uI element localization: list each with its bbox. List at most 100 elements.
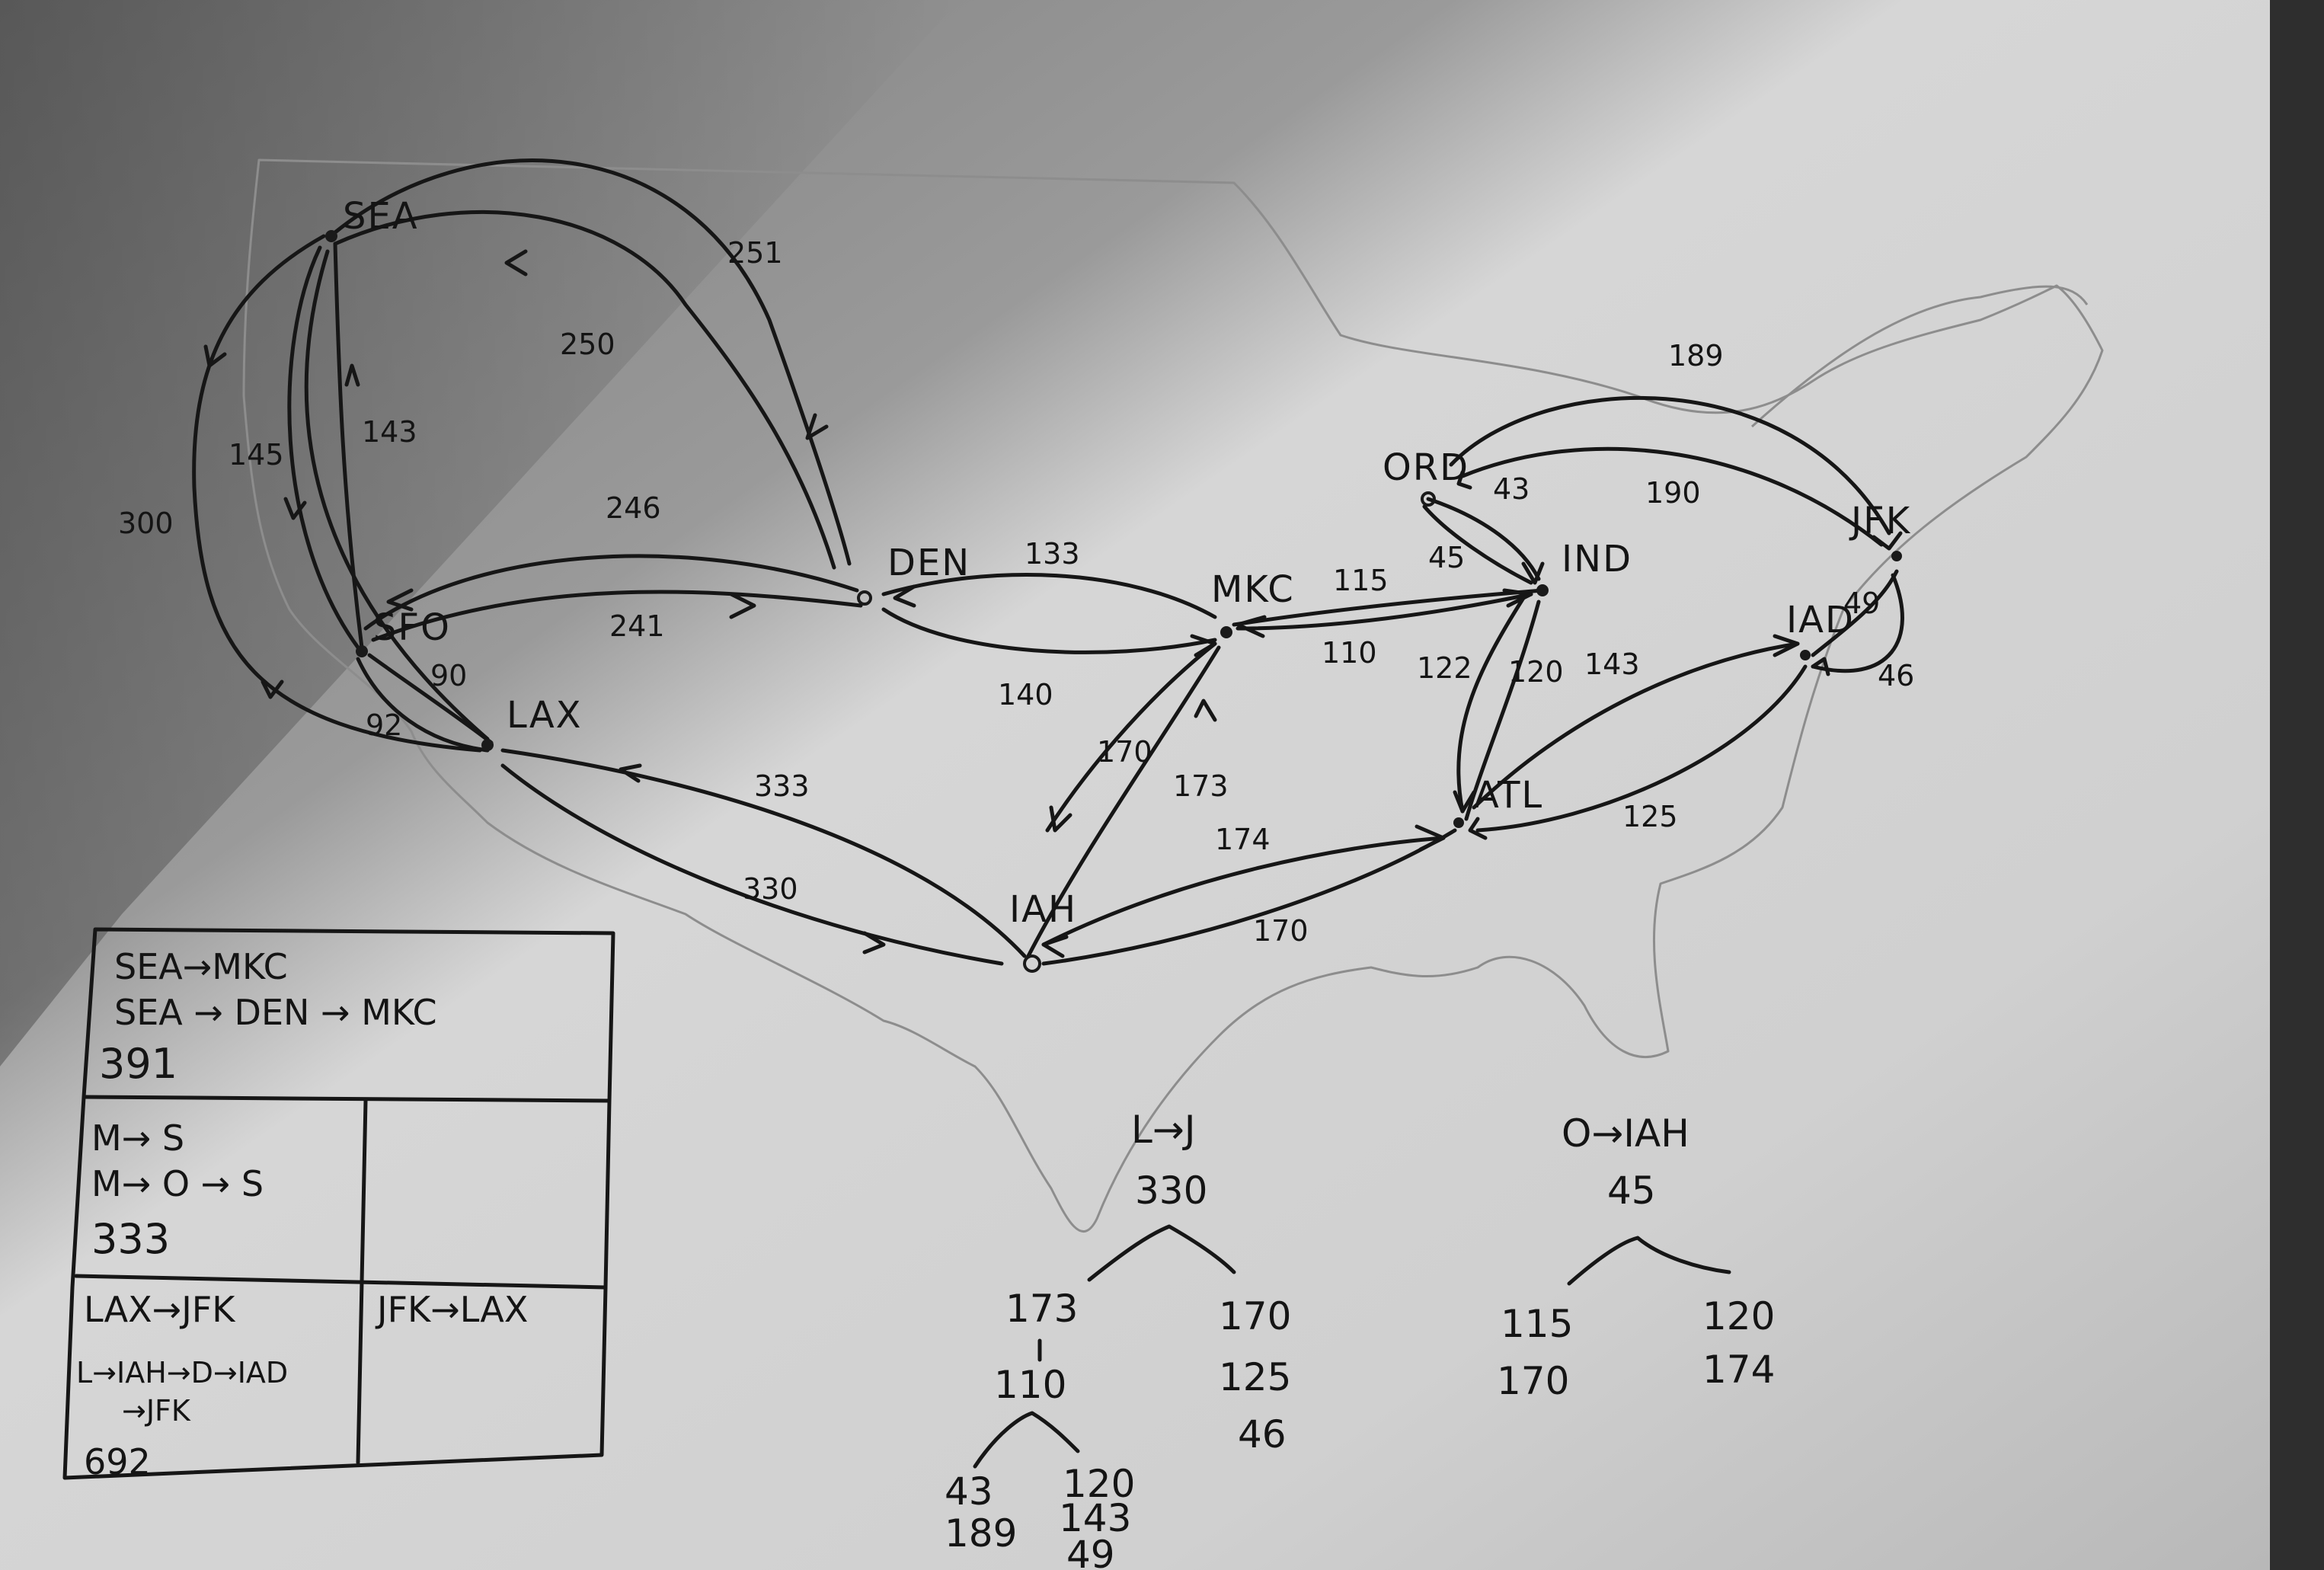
edge-label-sfo-den: 241: [609, 609, 665, 643]
edge-atl-iad: [1472, 641, 1800, 810]
arrowhead: [1190, 634, 1217, 657]
arrowhead: [1236, 615, 1267, 638]
tree-lj-left-a: 173: [1005, 1287, 1078, 1331]
node-label-atl: ATL: [1474, 774, 1543, 817]
node-dots: [325, 230, 1902, 973]
table-cell3-line1: LAX→JFK: [84, 1289, 236, 1330]
node-label-ord: ORD: [1383, 446, 1469, 489]
edge-label-mkc-den: 133: [1025, 537, 1080, 571]
tree-lj-sub-branch: [973, 1411, 1080, 1469]
edge-lax-iah: [500, 763, 1004, 966]
node-label-den: DEN: [887, 542, 970, 584]
edge-sea-lax-outer: [192, 234, 482, 753]
node-dot-atl: [1453, 817, 1464, 828]
edge-ord-ind-b: [1422, 504, 1533, 585]
edge-sea-den-outer: [333, 158, 852, 566]
node-label-iad: IAD: [1786, 599, 1855, 641]
edge-iah-mkc: [1026, 645, 1221, 958]
table-cell1-line2: SEA → DEN → MKC: [114, 992, 437, 1033]
table-cell4-line1: JFK→LAX: [375, 1289, 528, 1330]
table-divider-v: [356, 1098, 368, 1465]
edge-sea-sfo-left: [287, 245, 360, 650]
arrowhead: [1453, 790, 1476, 814]
edge-label-mkc-iah: 170: [1097, 735, 1152, 769]
edge-label-atl-iad: 143: [1584, 648, 1640, 681]
tree-lj-branch: [1087, 1224, 1236, 1282]
tree-lj-value: 330: [1135, 1169, 1207, 1213]
arrowhead: [1811, 657, 1830, 676]
edge-label-iah-atl: 174: [1215, 823, 1271, 856]
arrowhead: [862, 931, 886, 954]
edge-label-den-sfo: 246: [606, 491, 661, 525]
edge-iad-jfk: [1811, 569, 1899, 657]
edge-jfk-ord-inner: [1460, 446, 1884, 547]
edge-label-mkc-ind: 115: [1333, 564, 1389, 597]
edge-label-jfk-ord-inner: 190: [1645, 476, 1701, 510]
arrowhead: [619, 763, 642, 783]
node-dot-jfk: [1891, 551, 1902, 561]
edge-label-sea-den-outer: 251: [727, 236, 783, 270]
edge-jfk-ord-outer: [1449, 396, 1891, 536]
edge-label-lax-sfo: 92: [366, 708, 402, 742]
arrowhead: [729, 592, 756, 619]
arrowhead: [283, 497, 307, 520]
tree-lj-ll-b: 189: [945, 1511, 1017, 1556]
node-label-jfk: JFK: [1849, 500, 1911, 542]
arrowhead: [1468, 817, 1488, 840]
tree-oi-left-b: 170: [1497, 1359, 1569, 1403]
arrowhead: [1049, 805, 1072, 833]
edge-label-ind-atl: 120: [1508, 655, 1564, 689]
paper-shadow: [0, 0, 960, 1066]
tree-oi-right-a: 120: [1702, 1294, 1775, 1338]
tree-lj-lr-a: 120: [1063, 1462, 1135, 1506]
node-labels: SEA SFO LAX DEN MKC IAH ORD IND ATL IAD …: [343, 195, 1911, 931]
arrowheads: [203, 249, 1903, 958]
edge-iad-atl: [1475, 664, 1808, 833]
edge-sfo-lax: [367, 653, 494, 745]
arrowhead: [1041, 935, 1069, 958]
node-label-iah: IAH: [1009, 888, 1077, 931]
table-cell1-line1: SEA→MKC: [114, 946, 288, 987]
edge-label-ind-mkc: 110: [1322, 636, 1377, 670]
arrowhead: [1456, 470, 1472, 490]
table-cell3-line2: L→IAH→D→IAD: [76, 1356, 288, 1389]
edge-label-ord-ind-a: 43: [1493, 472, 1530, 506]
edge-label-sea-den-inner: 250: [560, 328, 615, 361]
node-label-sfo: SFO: [373, 606, 451, 649]
edge-label-jfk-ord-outer: 189: [1668, 339, 1724, 373]
arrowhead: [805, 413, 829, 440]
tree-lj-right-b: 125: [1219, 1355, 1291, 1399]
edge-mkc-iah: [1045, 641, 1217, 833]
tree-lj: L→J 330 173 110 43 189 120 143 49 170 12…: [945, 1108, 1291, 1570]
arrowhead: [1872, 531, 1903, 551]
node-dot-ind: [1536, 584, 1549, 596]
edge-label-sfo-sea: 143: [362, 415, 417, 449]
edge-ord-ind-a: [1426, 497, 1541, 581]
edge-label-iah-mkc: 173: [1173, 769, 1229, 803]
tree-lj-ll-a: 43: [945, 1469, 993, 1514]
edge-label-sfo-lax: 90: [430, 659, 467, 692]
edge-label-atl-ind: 122: [1417, 651, 1472, 685]
node-dot-mkc: [1220, 626, 1232, 638]
arrowhead: [386, 588, 414, 612]
tree-lj-right-c: 46: [1238, 1412, 1287, 1456]
table-divider-h2: [74, 1274, 608, 1290]
tree-oi-root: O→IAH: [1562, 1111, 1689, 1156]
arrowhead: [203, 344, 227, 368]
arrowhead: [344, 363, 360, 387]
tree-oi-branch: [1567, 1236, 1731, 1286]
route-table: SEA→MKC SEA → DEN → MKC 391 M→ S M→ O → …: [62, 927, 615, 1482]
edge-label-lax-iah: 330: [743, 872, 798, 906]
table-cell2-line2: M→ O → S: [91, 1163, 264, 1204]
edge-labels: 251 250 300 145 143 246 241 90 92 133 14…: [118, 236, 1914, 948]
table-cell2-line1: M→ S: [91, 1118, 184, 1159]
tree-oi-right-b: 174: [1702, 1348, 1775, 1392]
edge-label-iah-lax: 333: [754, 769, 810, 803]
tree-oi: O→IAH 45 115 170 120 174: [1497, 1111, 1775, 1403]
edge-label-iad-jfk: 49: [1843, 587, 1880, 620]
tree-oi-left-a: 115: [1501, 1302, 1573, 1346]
tree-lj-left-b: 110: [994, 1363, 1066, 1407]
arrowhead: [1194, 699, 1217, 722]
edge-mkc-den: [881, 573, 1217, 619]
edge-sea-lax-inner: [304, 249, 490, 741]
